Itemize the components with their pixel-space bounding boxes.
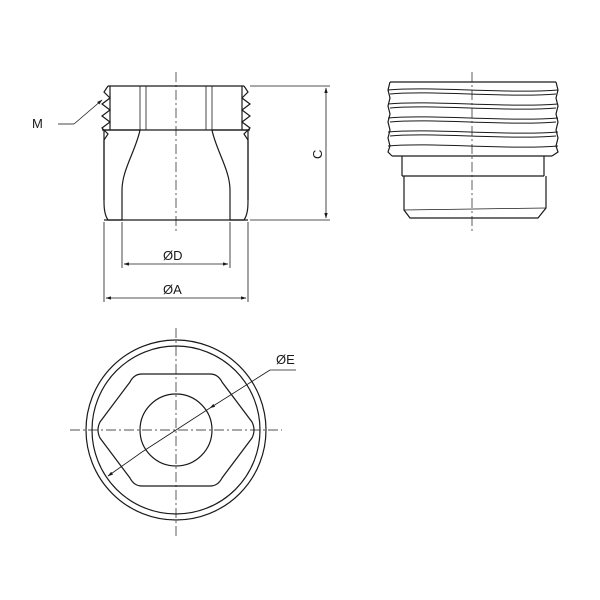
section-view: M C ØD ØA [32,72,330,302]
thread-label: M [32,116,43,131]
end-view: ØE [70,328,296,536]
thread-lines [387,88,559,148]
height-label: C [310,150,325,159]
bore-diameter-label: ØD [163,248,183,263]
hex-diameter-label: ØE [276,352,295,367]
side-view [387,72,559,232]
outer-diameter-label: ØA [163,282,182,297]
